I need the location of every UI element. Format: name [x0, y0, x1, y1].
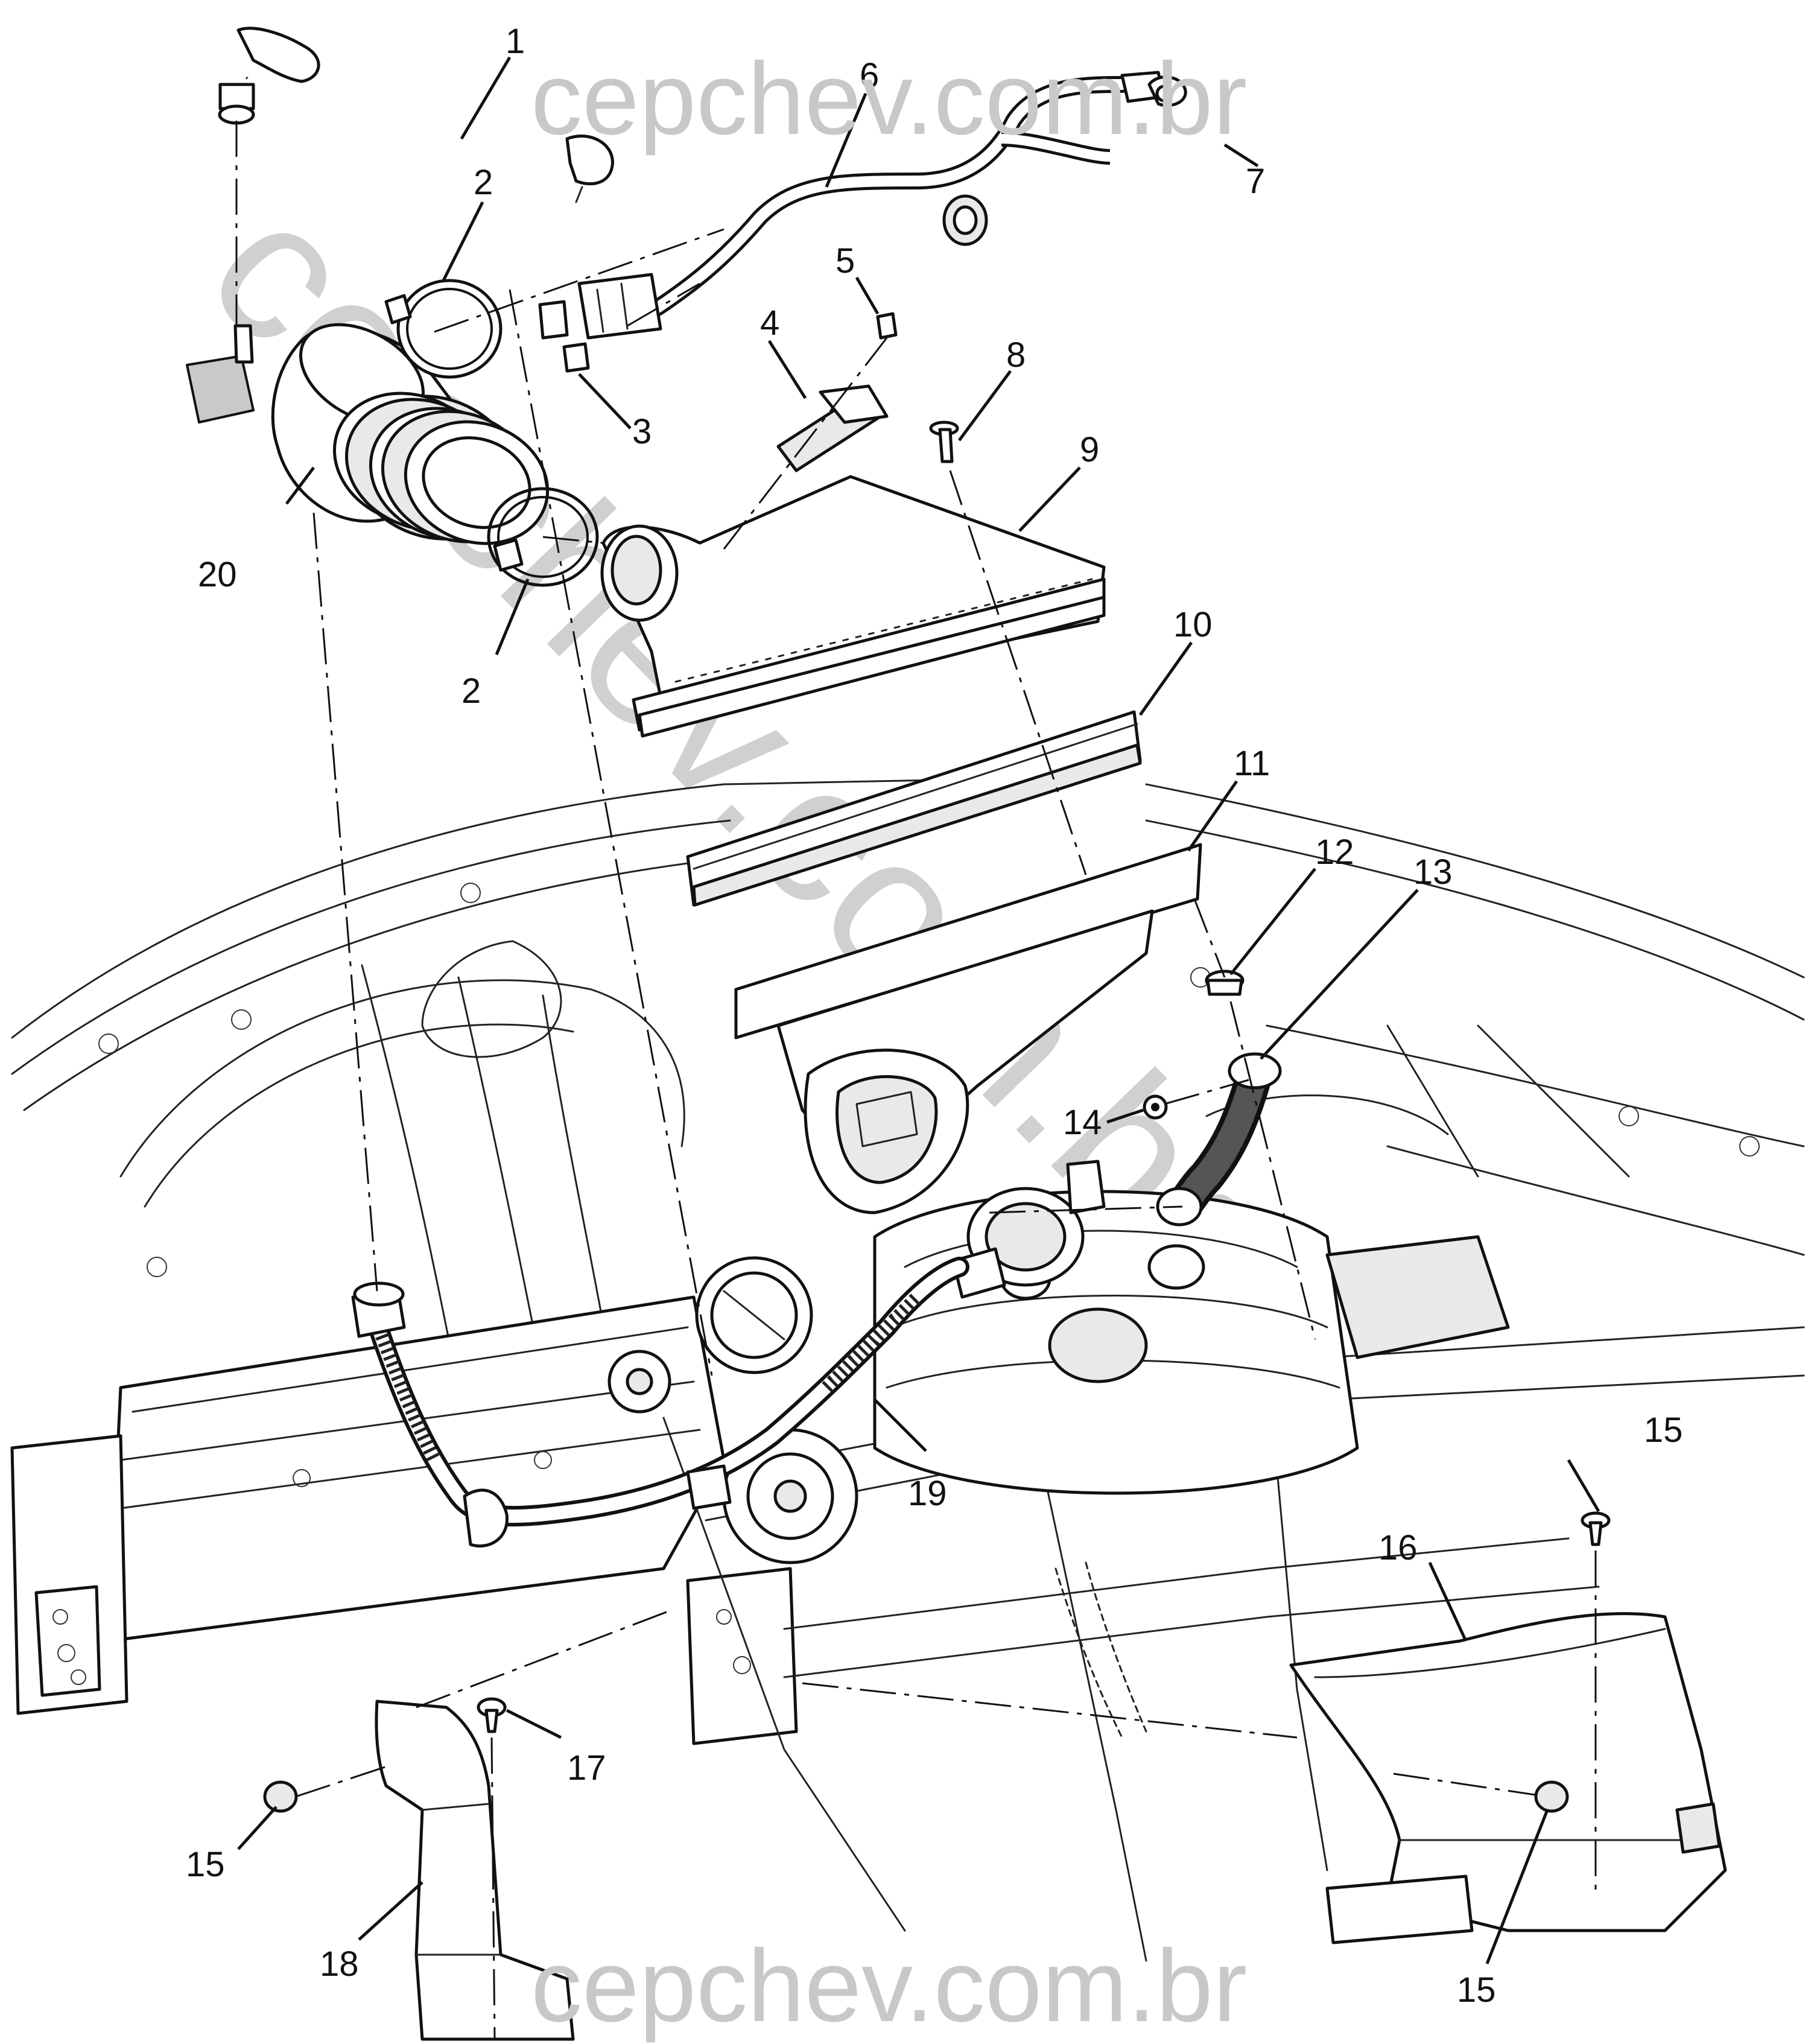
part-2-clamp-lower: [487, 487, 599, 587]
part-15-push-pin-top: [1581, 1511, 1611, 1546]
part-19-hose-assembly: [351, 1257, 969, 1548]
part-4-sensor: [776, 384, 889, 472]
callout-6: 6: [860, 56, 879, 95]
part-10-air-filter-element: [686, 710, 1142, 907]
part-13-hose: [1156, 1052, 1282, 1227]
callout-17: 17: [567, 1748, 606, 1788]
part-17-push-pin: [477, 1697, 507, 1733]
part-14-seal: [1143, 1094, 1168, 1120]
callout-15-bottom-right: 15: [1457, 1970, 1496, 2010]
part-12-grommet: [1205, 970, 1245, 996]
callout-2-lower: 2: [461, 671, 481, 711]
callout-20: 20: [198, 555, 237, 594]
callout-15-top-right: 15: [1644, 1411, 1683, 1450]
vehicle-body-structure: [10, 777, 1805, 1962]
part-7-clip: [1147, 75, 1187, 107]
callout-19: 19: [908, 1474, 947, 1513]
part-8-bolt: [929, 421, 959, 463]
part-9-air-cleaner-upper-housing: [600, 475, 1106, 738]
part-2-clamp-upper: [384, 279, 503, 379]
callout-12: 12: [1315, 833, 1354, 872]
callout-1: 1: [506, 22, 525, 61]
callout-18: 18: [320, 1944, 359, 1984]
callout-15-left: 15: [186, 1845, 225, 1884]
callout-3: 3: [632, 412, 652, 451]
callout-14: 14: [1063, 1103, 1102, 1142]
callout-11: 11: [1234, 744, 1270, 783]
callout-9: 9: [1080, 430, 1099, 469]
callout-4: 4: [760, 303, 779, 343]
watermark-bottom: cepchev.com.br: [531, 1929, 1247, 2043]
part-5-screw: [876, 312, 898, 340]
assembly-guide-lines: [235, 121, 1597, 2040]
part-11-air-cleaner-lower-housing: [734, 843, 1202, 1214]
part-20-bellows: [332, 392, 550, 545]
part-15-push-pin-left: [263, 1780, 298, 1813]
part-3-clip: [538, 300, 590, 373]
part-1-vent-tube: [218, 27, 614, 203]
callout-labels: 1 2 2 3 4 5 6 7 8 9 10 11 12 13 14 15 15…: [186, 22, 1683, 2010]
callout-5: 5: [836, 241, 855, 281]
part-20-air-duct-elbow: [186, 323, 550, 545]
watermark-top: cepchev.com.br: [531, 42, 1247, 156]
callout-2-upper: 2: [474, 163, 493, 202]
callout-13: 13: [1413, 852, 1453, 892]
callout-leaders: [237, 56, 1600, 1964]
callout-10: 10: [1173, 605, 1213, 644]
part-16-deflector: [1289, 1612, 1727, 1944]
callout-16: 16: [1378, 1528, 1418, 1567]
callout-7: 7: [1246, 162, 1265, 201]
callout-8: 8: [1006, 335, 1026, 375]
part-18-splash-shield: [375, 1700, 575, 2041]
part-15-push-pin-right: [1534, 1780, 1569, 1813]
